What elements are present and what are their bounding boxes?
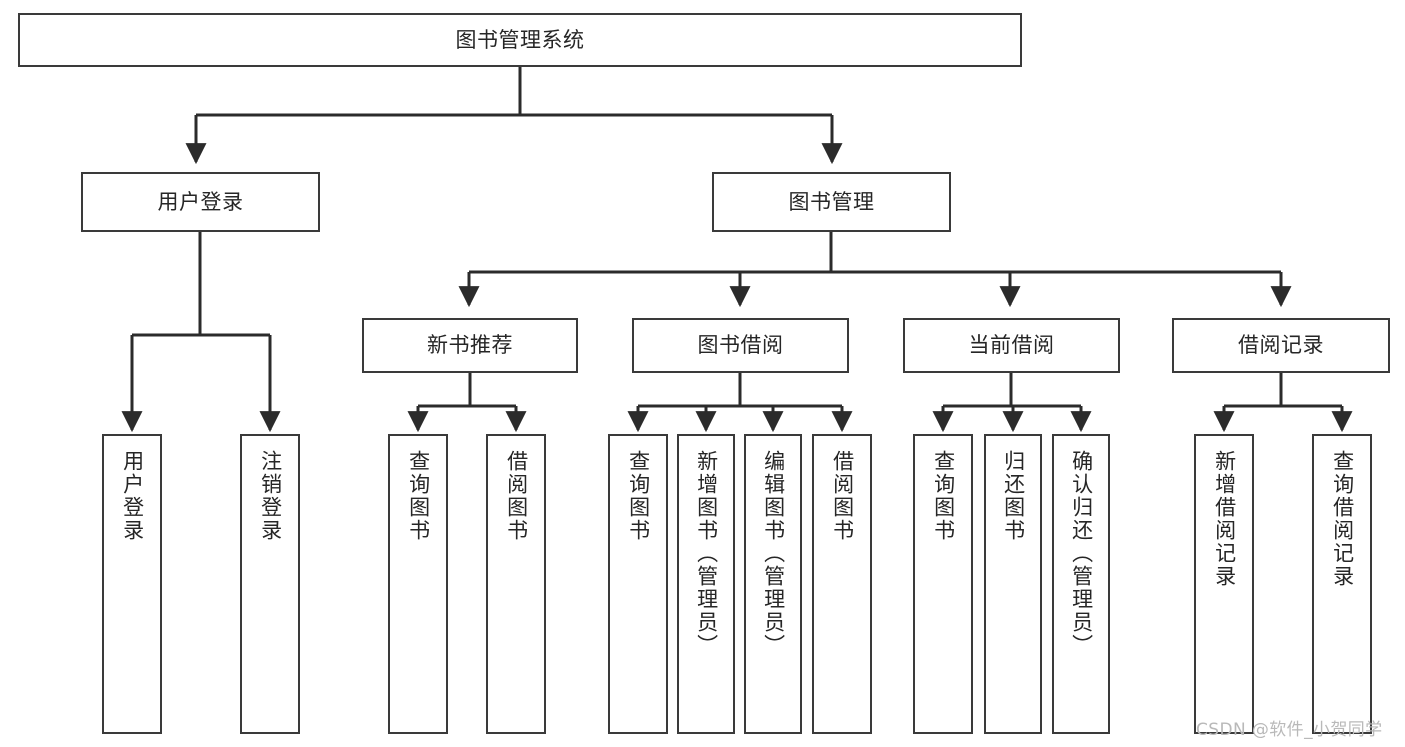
node-leaf-add-book-label: 新增图书（管理员） [694,450,719,657]
node-leaf-query-book-rec[interactable]: 查询图书 [388,434,448,734]
node-leaf-borrow-book[interactable]: 借阅图书 [812,434,872,734]
node-new-book-rec-label: 新书推荐 [427,333,513,358]
node-leaf-user-logout-label: 注销登录 [258,450,283,542]
node-leaf-return-book-label: 归还图书 [1001,450,1026,542]
node-leaf-user-login-label: 用户登录 [120,450,145,542]
node-leaf-return-book[interactable]: 归还图书 [984,434,1042,734]
node-leaf-query-book-rec-label: 查询图书 [406,450,431,542]
node-current-borrow[interactable]: 当前借阅 [903,318,1120,373]
node-leaf-query-book-borrow[interactable]: 查询图书 [608,434,668,734]
node-leaf-query-book-borrow-label: 查询图书 [626,450,651,542]
watermark-text: CSDN @软件_小贺同学 [1196,720,1383,740]
node-leaf-add-record[interactable]: 新增借阅记录 [1194,434,1254,734]
node-user-login[interactable]: 用户登录 [81,172,320,232]
node-leaf-add-book[interactable]: 新增图书（管理员） [677,434,735,734]
node-leaf-confirm-return[interactable]: 确认归还（管理员） [1052,434,1110,734]
node-leaf-edit-book-label: 编辑图书（管理员） [761,450,786,657]
node-user-login-label: 用户登录 [157,189,244,214]
node-current-borrow-label: 当前借阅 [968,333,1055,358]
node-root-label: 图书管理系统 [455,27,585,52]
node-borrow-record[interactable]: 借阅记录 [1172,318,1390,373]
node-book-manage[interactable]: 图书管理 [712,172,951,232]
node-leaf-query-record[interactable]: 查询借阅记录 [1312,434,1372,734]
node-leaf-borrow-book-label: 借阅图书 [830,450,855,542]
node-leaf-borrow-book-rec[interactable]: 借阅图书 [486,434,546,734]
node-book-borrow-label: 图书借阅 [697,333,784,358]
node-leaf-query-record-label: 查询借阅记录 [1330,450,1355,588]
node-leaf-query-book-cur-label: 查询图书 [931,450,956,542]
node-leaf-query-book-cur[interactable]: 查询图书 [913,434,973,734]
node-leaf-user-login[interactable]: 用户登录 [102,434,162,734]
node-root[interactable]: 图书管理系统 [18,13,1022,67]
node-leaf-confirm-return-label: 确认归还（管理员） [1069,450,1094,657]
node-book-borrow[interactable]: 图书借阅 [632,318,849,373]
node-book-manage-label: 图书管理 [788,189,875,214]
node-new-book-rec[interactable]: 新书推荐 [362,318,578,373]
node-borrow-record-label: 借阅记录 [1238,333,1324,358]
node-leaf-user-logout[interactable]: 注销登录 [240,434,300,734]
node-leaf-edit-book[interactable]: 编辑图书（管理员） [744,434,802,734]
node-leaf-borrow-book-rec-label: 借阅图书 [504,450,529,542]
node-leaf-add-record-label: 新增借阅记录 [1212,450,1237,588]
